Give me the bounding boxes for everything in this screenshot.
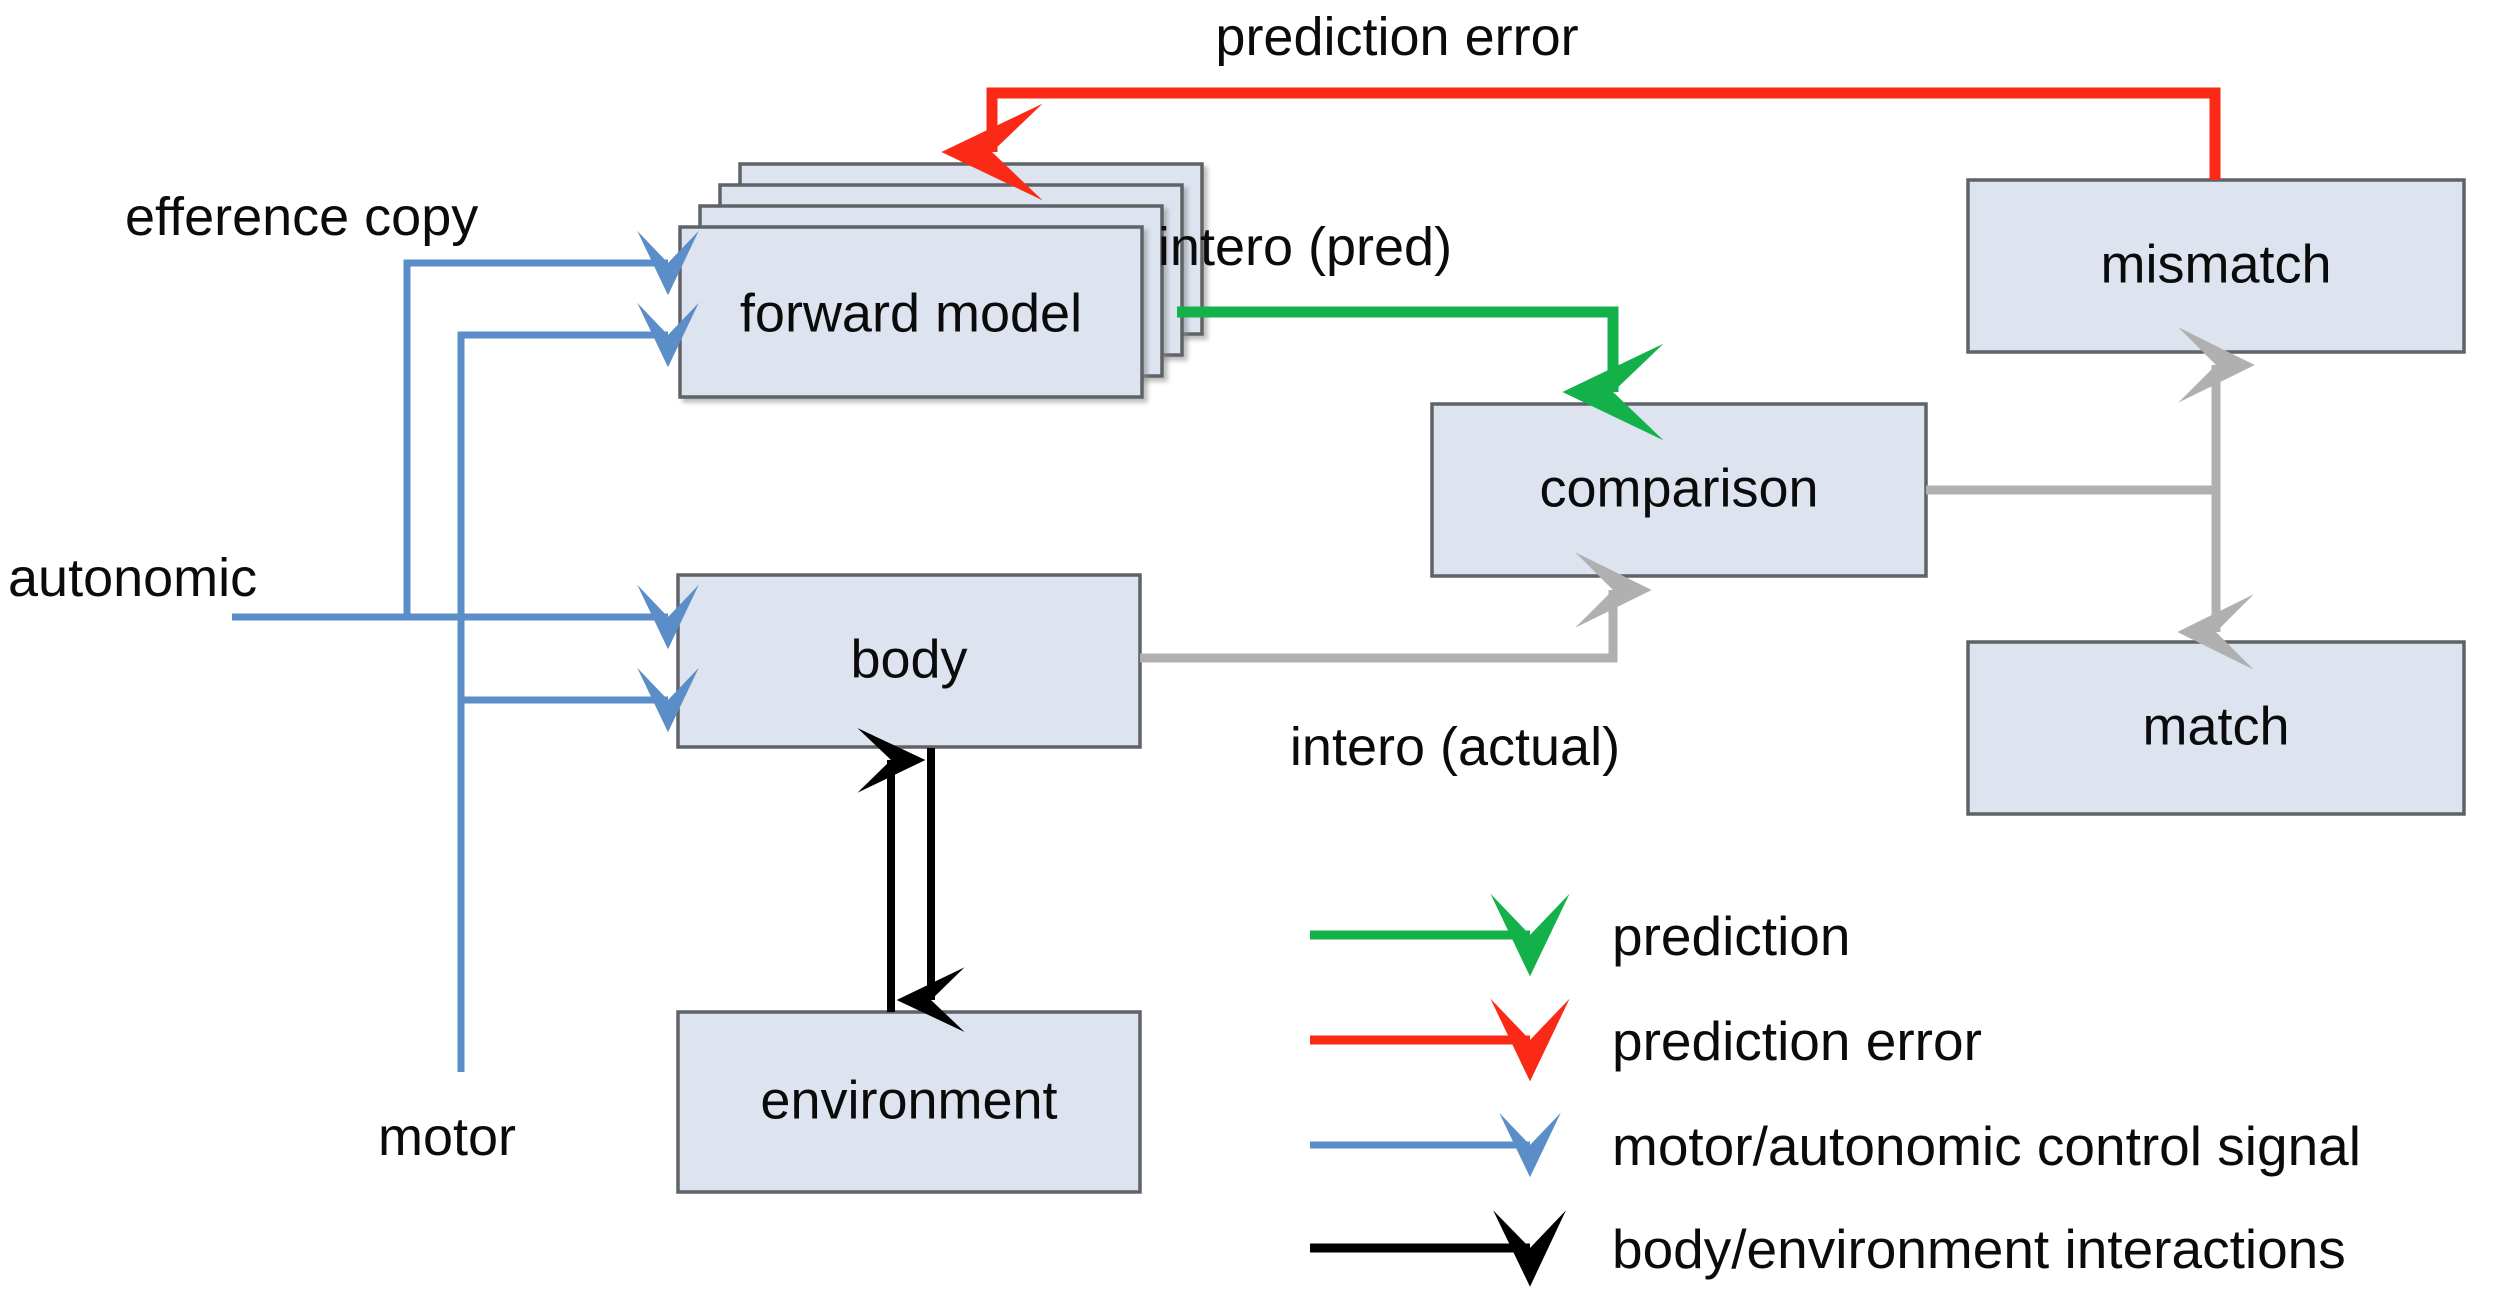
legend-prediction-label: prediction <box>1612 905 1850 967</box>
intero-pred-edge <box>1177 306 1664 441</box>
intero-actual-edge <box>1140 552 1652 663</box>
environment-label: environment <box>760 1070 1057 1130</box>
legend-row-prediction: prediction <box>1310 893 1850 977</box>
match-box[interactable] <box>1966 640 2466 816</box>
mismatch-label: mismatch <box>2100 234 2331 294</box>
legend-interactions-label: body/environment interactions <box>1612 1218 2346 1280</box>
efference-copy-label: efference copy <box>125 187 478 247</box>
motor-to-forward-model-arrow <box>457 302 699 1072</box>
legend-row-control-signal: motor/autonomic control signal <box>1310 1112 2361 1178</box>
legend-row-interactions: body/environment interactions <box>1310 1210 2346 1287</box>
comparison-box[interactable] <box>1430 402 1928 578</box>
comparison-label: comparison <box>1539 458 1818 518</box>
motor-label: motor <box>378 1107 516 1167</box>
mismatch-box[interactable] <box>1966 178 2466 354</box>
match-label: match <box>2142 696 2289 756</box>
prediction-error-edge <box>941 87 2221 201</box>
forward-model-stack[interactable] <box>678 162 1204 399</box>
forward-model-label: forward model <box>740 283 1082 343</box>
legend: prediction prediction error motor/autono… <box>1310 893 2361 1287</box>
body-label: body <box>850 629 967 689</box>
forward-model-box[interactable] <box>678 225 1144 399</box>
legend-row-prediction-error: prediction error <box>1310 998 1982 1082</box>
legend-control-signal-label: motor/autonomic control signal <box>1612 1115 2361 1177</box>
prediction-error-label: prediction error <box>1215 7 1578 67</box>
control-signal-edges <box>232 230 699 1072</box>
environment-box[interactable] <box>676 1010 1142 1194</box>
intero-actual-label: intero (actual) <box>1290 717 1620 777</box>
legend-prediction-error-label: prediction error <box>1612 1010 1982 1072</box>
intero-pred-label: intero (pred) <box>1158 217 1452 277</box>
efference-copy-to-forward-model-arrow <box>403 230 699 617</box>
autonomic-label: autonomic <box>8 548 257 608</box>
